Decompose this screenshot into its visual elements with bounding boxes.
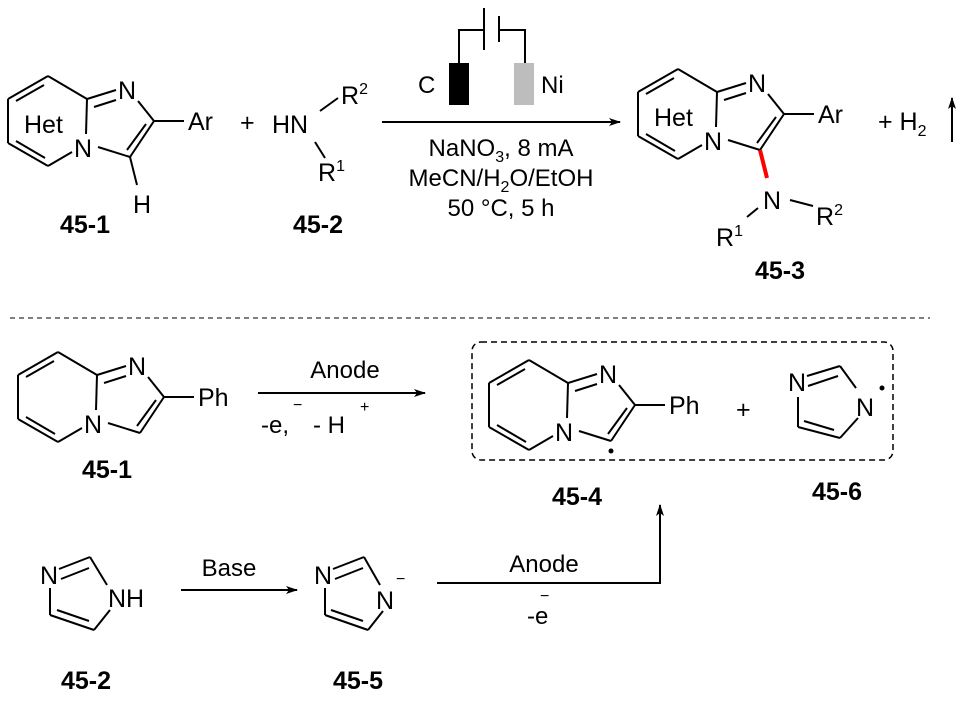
atom-n: N (788, 369, 806, 397)
amine-hn: HN (272, 111, 308, 139)
radical-dot (879, 385, 885, 391)
phenyl-label: Ph (669, 392, 700, 420)
electron-charge: − (293, 397, 302, 414)
atom-n: N (763, 187, 781, 215)
compound-45-2-imidazole: N NH 45-2 (40, 556, 144, 695)
r1-label: R1 (716, 223, 743, 252)
electrode-c-label: C (418, 72, 435, 99)
compound-45-5: N N − 45-5 (314, 556, 405, 695)
compound-label: 45-6 (812, 478, 862, 506)
phenyl-label: Ph (198, 384, 229, 412)
new-cn-bond (758, 149, 769, 179)
condition-temp-time: 50 °C, 5 h (448, 195, 555, 222)
step1-electron-loss: -e, (261, 412, 289, 439)
aryl-label: Ar (818, 101, 843, 129)
step2-reagent: Base (202, 555, 257, 582)
atom-n: N (376, 587, 394, 615)
radical-dot (608, 448, 614, 454)
atom-n: N (84, 411, 102, 439)
r2-label: R2 (816, 202, 843, 231)
electron-charge: − (540, 588, 549, 605)
compound-label: 45-3 (755, 257, 805, 285)
plus-sign: + (736, 396, 751, 424)
step1-proton-loss: - H (313, 412, 345, 439)
aryl-label: Ar (188, 108, 213, 136)
atom-n: N (704, 128, 722, 156)
het-label: Het (24, 111, 63, 139)
atom-n: N (748, 70, 766, 98)
anion-charge: − (396, 571, 405, 588)
electrolysis-cell: C Ni (418, 8, 564, 105)
atom-n: N (40, 562, 58, 590)
atom-n: N (74, 135, 92, 163)
electrode-ni-label: Ni (541, 72, 564, 99)
compound-label: 45-2 (61, 667, 111, 695)
compound-label: 45-4 (552, 483, 602, 511)
compound-45-3: N N Het Ar (637, 68, 843, 179)
compound-45-1-mech: N N Ph 45-1 (17, 351, 229, 484)
hydrogen-byproduct: + H2 (878, 108, 927, 140)
plus-sign: + (240, 109, 255, 137)
atom-n: N (314, 562, 332, 590)
compound-label: 45-2 (293, 211, 343, 239)
oxidation-arrow-2 (437, 504, 664, 584)
compound-45-2-amine: HN R2 R1 45-2 (272, 81, 368, 239)
atom-h: H (133, 191, 151, 219)
step1-reagent: Anode (310, 357, 379, 384)
r1-label: R1 (318, 158, 345, 187)
atom-n: N (599, 361, 617, 389)
compound-45-1-top: N N Het Ar H 45-1 (7, 75, 213, 239)
compound-45-4: N N Ph (488, 359, 700, 454)
compound-label: 45-1 (60, 211, 110, 239)
atom-n: N (555, 419, 573, 447)
r2-label: R2 (341, 81, 368, 110)
nickel-cathode (514, 63, 534, 105)
atom-nh: NH (108, 585, 144, 613)
carbon-anode (449, 63, 469, 105)
step3-electron-loss: -e (527, 603, 548, 630)
compound-label: 45-5 (333, 667, 383, 695)
step3-reagent: Anode (509, 551, 578, 578)
compound-label: 45-1 (82, 456, 132, 484)
radical-intermediates-box (471, 341, 894, 461)
condition-solvent: MeCN/H2O/EtOH (409, 165, 594, 196)
condition-reagent: NaNO3, 8 mA (429, 135, 574, 166)
atom-n: N (856, 394, 874, 422)
proton-charge: + (360, 399, 369, 416)
atom-n: N (118, 77, 136, 105)
atom-n: N (128, 353, 146, 381)
compound-45-6: N N (788, 365, 885, 439)
het-label: Het (654, 104, 693, 132)
